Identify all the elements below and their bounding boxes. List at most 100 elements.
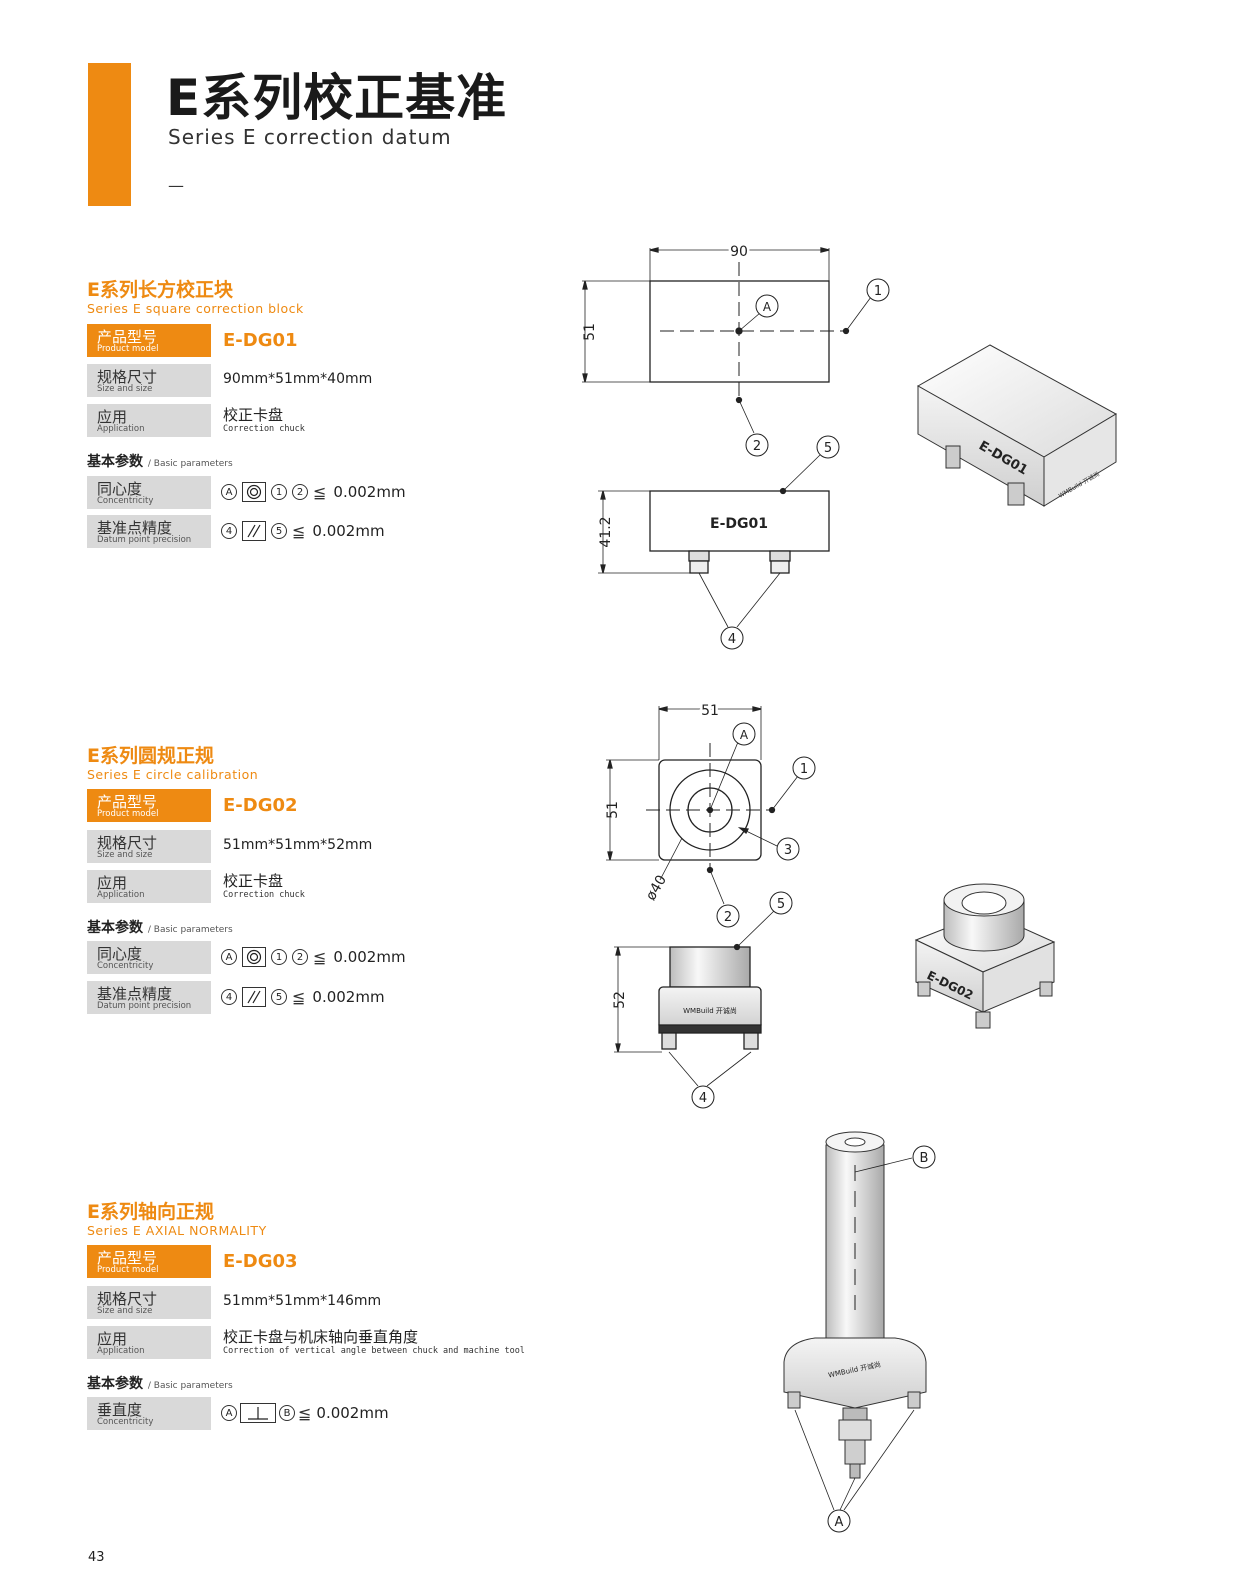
page-subtitle: Series E correction datum	[168, 125, 452, 149]
datum-ref: 5	[271, 523, 287, 539]
basic-params-heading: 基本参数 / Basic parameters	[87, 920, 233, 936]
leq-sign: ≦	[292, 987, 306, 1007]
label-cn: 同心度	[97, 945, 143, 963]
dg02-top-view	[606, 706, 816, 928]
label-en: Product model	[97, 809, 159, 819]
label-en: Application	[97, 1346, 145, 1356]
page-number: 43	[88, 1550, 105, 1565]
label-en: Size and size	[97, 850, 153, 860]
leq-sign: ≦	[292, 521, 306, 541]
label-en: Product model	[97, 1265, 159, 1275]
dim-side-height: 41.2	[598, 516, 614, 547]
datum-ref: 2	[292, 949, 308, 965]
label-cn: 产品型号	[97, 328, 158, 346]
label-en: Size and size	[97, 1306, 153, 1316]
dg02-side-view	[614, 891, 793, 1109]
app-en: Correction chuck	[223, 424, 305, 434]
app-en: Correction of vertical angle between chu…	[223, 1346, 525, 1356]
datum-ref: B	[279, 1405, 295, 1421]
section-subtitle: Series E square correction block	[87, 301, 304, 316]
section-title: E系列圆规正规	[87, 745, 214, 767]
basic-params-heading: 基本参数 / Basic parameters	[87, 1376, 233, 1392]
label-cn: 规格尺寸	[97, 834, 158, 852]
app-cn: 校正卡盘与机床轴向垂直角度	[223, 1328, 419, 1346]
model-value: E-DG01	[223, 330, 298, 351]
parallelism-icon	[242, 987, 266, 1007]
ref-1: 1	[800, 762, 808, 777]
label-cn: 基准点精度	[97, 985, 173, 1003]
label-en: Concentricity	[97, 1417, 154, 1427]
dg01-top-labels: 90 51 1 2 A	[582, 242, 882, 455]
dg03-labels	[794, 1145, 936, 1533]
tolerance-value: 0.002mm	[312, 522, 385, 540]
tolerance-frame: 4 5 ≦ 0.002mm	[221, 985, 385, 1009]
label-en: Concentricity	[97, 961, 154, 971]
section-title: E系列长方校正块	[87, 279, 233, 301]
label-cn: 垂直度	[97, 1401, 143, 1419]
dim-height: 51	[605, 801, 621, 819]
ref-2: 2	[724, 910, 732, 925]
datum-ref: 1	[271, 949, 287, 965]
ref-A: A	[763, 300, 772, 314]
dg01-side-labels: E-DG01 41.2 5 4	[598, 441, 832, 647]
section-title: E系列轴向正规	[87, 1201, 214, 1223]
datum-ref: 1	[271, 484, 287, 500]
section-subtitle: Series E AXIAL NORMALITY	[87, 1223, 267, 1238]
concentricity-icon	[242, 947, 266, 967]
label-cn: 同心度	[97, 480, 143, 498]
ref-A: A	[835, 1515, 844, 1530]
leq-sign: ≦	[313, 482, 327, 502]
label-cn: 应用	[97, 874, 128, 892]
accent-bar	[88, 63, 131, 206]
label-cn: 产品型号	[97, 1249, 158, 1267]
datum-ref: 2	[292, 484, 308, 500]
label-cn: 基准点精度	[97, 519, 173, 537]
ref-2: 2	[753, 439, 761, 454]
label-cn: 产品型号	[97, 793, 158, 811]
dg03-3d-view	[783, 1131, 927, 1479]
section-dg01: E系列长方校正块 Series E square correction bloc…	[87, 275, 527, 548]
label-en: Size and size	[97, 384, 153, 394]
app-en: Correction chuck	[223, 890, 305, 900]
label-en: Application	[97, 424, 145, 434]
tolerance-value: 0.002mm	[333, 948, 406, 966]
ref-B: B	[920, 1151, 929, 1166]
label-en: Application	[97, 890, 145, 900]
dg02-3d-view	[914, 883, 1056, 1029]
app-cn: 校正卡盘	[223, 872, 284, 890]
label-en: Datum point precision	[97, 1001, 192, 1011]
dim-height: 51	[582, 323, 598, 341]
size-value: 51mm*51mm*146mm	[223, 1293, 382, 1309]
dim-width: 90	[730, 244, 748, 260]
tolerance-frame: A 1 2 ≦ 0.002mm	[221, 480, 406, 504]
ref-A: A	[740, 728, 749, 742]
perpendicularity-icon	[240, 1403, 276, 1423]
size-value: 51mm*51mm*52mm	[223, 837, 373, 853]
tolerance-frame: 4 5 ≦ 0.002mm	[221, 519, 385, 543]
datum-ref: A	[221, 484, 237, 500]
basic-params-heading: 基本参数 / Basic parameters	[87, 454, 233, 470]
tolerance-value: 0.002mm	[316, 1404, 389, 1422]
ref-5: 5	[824, 441, 832, 456]
tolerance-frame: A 1 2 ≦ 0.002mm	[221, 945, 406, 969]
label-cn: 规格尺寸	[97, 368, 158, 386]
label-cn: 规格尺寸	[97, 1290, 158, 1308]
dim-side-height: 52	[612, 991, 628, 1009]
model-value: E-DG03	[223, 1251, 298, 1272]
label-cn: 应用	[97, 1330, 128, 1348]
section-subtitle: Series E circle calibration	[87, 767, 259, 782]
ref-4: 4	[699, 1091, 707, 1106]
datum-ref: 4	[221, 523, 237, 539]
